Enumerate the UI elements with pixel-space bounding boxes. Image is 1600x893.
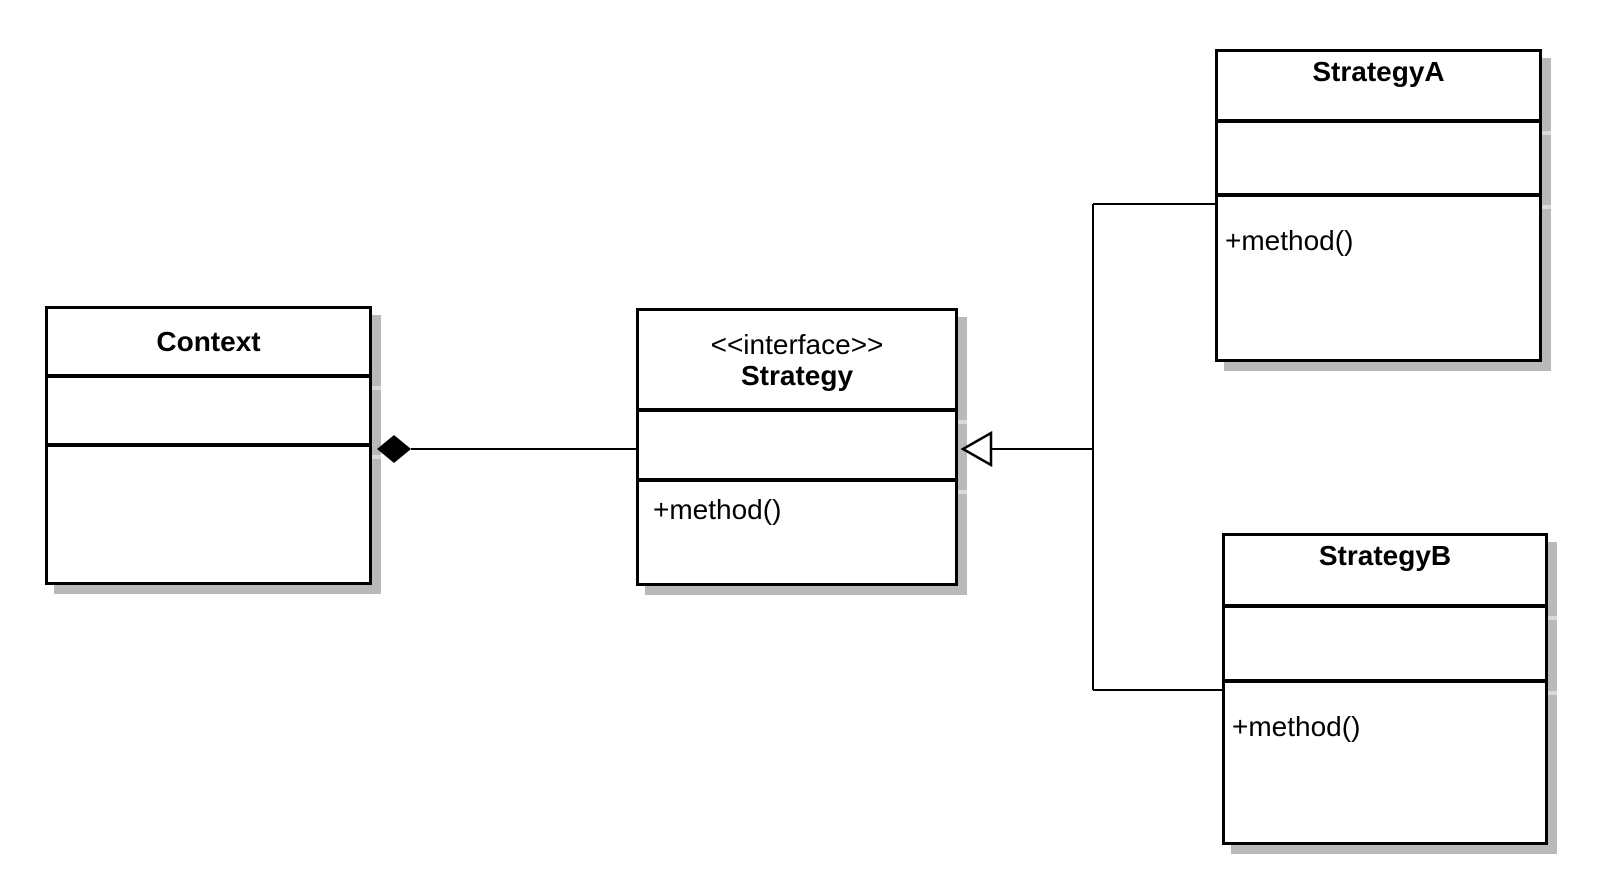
- method-label: +method(): [653, 494, 782, 525]
- shadow-notch: [958, 490, 967, 494]
- methods-compartment: +method(): [639, 482, 955, 583]
- methods-compartment: +method(): [1225, 683, 1545, 842]
- class-name-label: Strategy: [740, 359, 854, 391]
- method-label: +method(): [1232, 711, 1361, 742]
- realization-triangle-icon: [960, 430, 993, 468]
- shadow-notch: [372, 386, 381, 390]
- class-box-strategy-a: StrategyA +method(): [1215, 49, 1551, 362]
- class-box-frame: <<interface>> Strategy +method(): [636, 308, 958, 586]
- title-compartment: StrategyA: [1218, 52, 1539, 123]
- attributes-compartment: [639, 412, 955, 482]
- methods-compartment: +method(): [1218, 197, 1539, 359]
- shadow-notch: [1548, 616, 1557, 620]
- title-compartment: StrategyB: [1225, 536, 1545, 608]
- shadow-notch: [1542, 205, 1551, 209]
- shadow-notch: [958, 420, 967, 424]
- method-label: +method(): [1225, 225, 1354, 256]
- stereotype-label: <<interface>>: [710, 328, 884, 360]
- attributes-compartment: [1218, 123, 1539, 197]
- title-compartment: <<interface>> Strategy: [639, 311, 955, 412]
- shadow-notch: [1542, 131, 1551, 135]
- class-box-frame: Context: [45, 306, 372, 585]
- methods-compartment: [48, 447, 369, 582]
- class-box-strategy: <<interface>> Strategy +method(): [636, 308, 967, 586]
- class-box-context: Context: [45, 306, 381, 585]
- realization-link-lines: [991, 203, 1224, 691]
- attributes-compartment: [48, 378, 369, 447]
- shadow-notch: [372, 455, 381, 459]
- class-name-label: StrategyB: [1318, 540, 1452, 571]
- shadow-notch: [1548, 691, 1557, 695]
- class-name-label: StrategyA: [1312, 56, 1445, 87]
- composition-diamond-icon: [377, 435, 411, 463]
- class-name-label: Context: [156, 326, 261, 357]
- title-compartment: Context: [48, 309, 369, 378]
- class-box-frame: StrategyA +method(): [1215, 49, 1542, 362]
- class-box-frame: StrategyB +method(): [1222, 533, 1548, 845]
- attributes-compartment: [1225, 608, 1545, 683]
- class-box-strategy-b: StrategyB +method(): [1222, 533, 1557, 845]
